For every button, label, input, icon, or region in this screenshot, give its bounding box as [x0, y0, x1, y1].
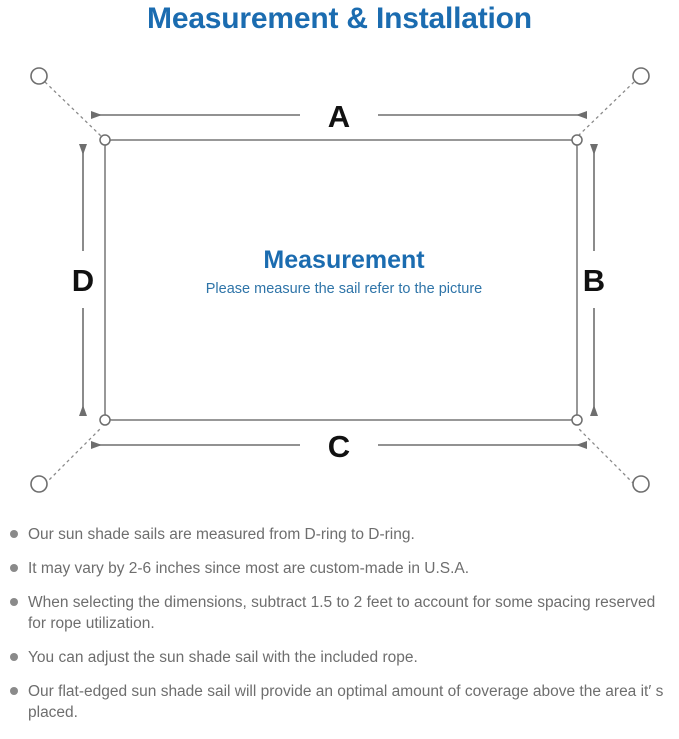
anchor-ring-icon — [30, 67, 48, 85]
rope-lines-group — [44, 81, 635, 485]
d-ring-icon — [571, 134, 583, 146]
bullet-icon — [10, 653, 18, 661]
d-rings-group — [99, 134, 583, 426]
anchor-ring-icon — [30, 475, 48, 493]
list-item: Our sun shade sails are measured from D-… — [0, 524, 679, 545]
center-heading: Measurement — [263, 246, 425, 274]
measurement-diagram: A C D B Measurement Please measure the s… — [0, 46, 679, 516]
note-text: You can adjust the sun shade sail with t… — [28, 649, 418, 666]
bullet-icon — [10, 530, 18, 538]
bullet-icon — [10, 564, 18, 572]
note-text: Our flat-edged sun shade sail will provi… — [28, 683, 664, 721]
d-ring-icon — [99, 414, 111, 426]
dashed-rope-line-icon — [577, 427, 635, 485]
note-text: When selecting the dimensions, subtract … — [28, 594, 656, 632]
page-title: Measurement & Installation — [147, 2, 532, 35]
dimension-label-c: C — [328, 429, 350, 464]
bullet-icon — [10, 687, 18, 695]
dimension-label-b: B — [583, 263, 605, 298]
d-ring-icon — [571, 414, 583, 426]
list-item: You can adjust the sun shade sail with t… — [0, 647, 679, 668]
anchor-ring-icon — [632, 67, 650, 85]
bullet-icon — [10, 598, 18, 606]
d-ring-icon — [99, 134, 111, 146]
dimension-label-a: A — [328, 99, 350, 134]
dimension-label-d: D — [72, 263, 94, 298]
anchor-rings-group — [30, 67, 650, 493]
center-subheading: Please measure the sail refer to the pic… — [206, 281, 482, 297]
note-text: It may vary by 2-6 inches since most are… — [28, 560, 470, 577]
notes-list: Our sun shade sails are measured from D-… — [0, 524, 679, 736]
dashed-rope-line-icon — [44, 427, 102, 485]
list-item: When selecting the dimensions, subtract … — [0, 592, 679, 634]
list-item: Our flat-edged sun shade sail will provi… — [0, 681, 679, 723]
measurement-diagram-svg: A C D B Measurement Please measure the s… — [30, 67, 650, 493]
dashed-rope-line-icon — [577, 81, 635, 137]
dashed-rope-line-icon — [44, 81, 102, 137]
sail-rectangle — [104, 139, 578, 421]
list-item: It may vary by 2-6 inches since most are… — [0, 558, 679, 579]
anchor-ring-icon — [632, 475, 650, 493]
note-text: Our sun shade sails are measured from D-… — [28, 526, 415, 543]
